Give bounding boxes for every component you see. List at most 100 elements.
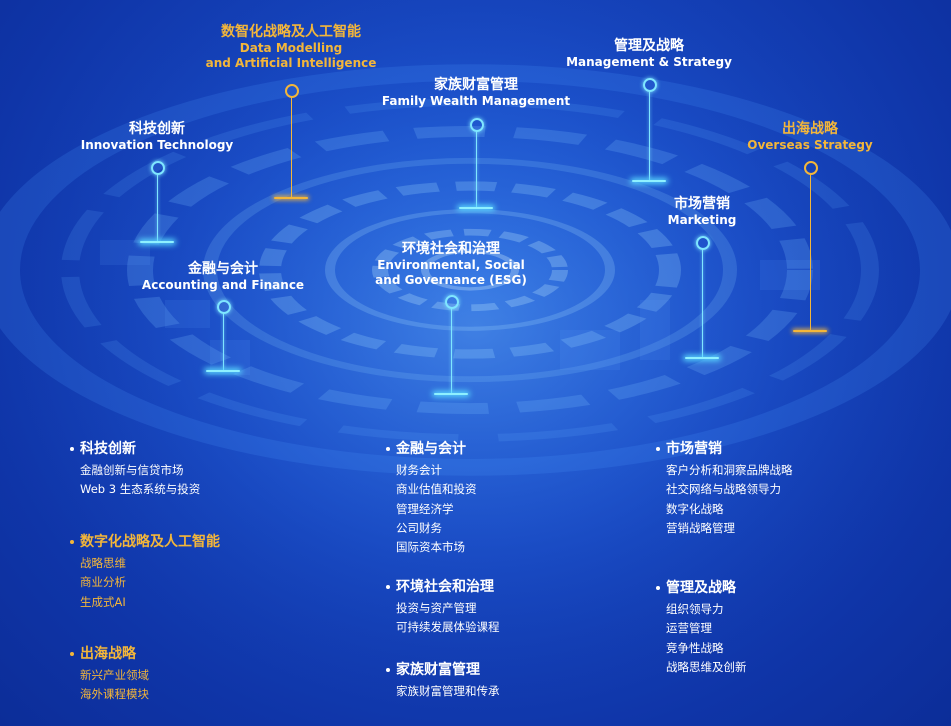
node-overseas-strategy: 出海战略 Overseas Strategy: [747, 121, 872, 153]
section-title: 环境社会和治理: [396, 579, 494, 595]
section-heading: 市场营销: [656, 440, 793, 458]
section-overseas-strategy: 出海战略 新兴产业领域 海外课程模块: [70, 645, 149, 705]
section-heading: 管理及战略: [656, 579, 747, 597]
node-marketing: 市场营销 Marketing: [668, 196, 737, 228]
course-list: 投资与资产管理 可持续发展体验课程: [386, 599, 500, 638]
pin-icon: [445, 295, 459, 309]
section-heading: 出海战略: [70, 645, 149, 663]
course-list: 家族财富管理和传承: [386, 682, 500, 701]
section-accounting-finance: 金融与会计 财务会计 商业估值和投资 管理经济学 公司财务 国际资本市场: [386, 440, 477, 557]
connector-line: [157, 174, 158, 241]
section-esg: 环境社会和治理 投资与资产管理 可持续发展体验课程: [386, 578, 500, 638]
node-title-cn: 家族财富管理: [434, 77, 518, 93]
section-innovation-technology: 科技创新 金融创新与信贷市场 Web 3 生态系统与投资: [70, 440, 200, 500]
connector-line: [702, 249, 703, 357]
list-item: 战略思维及创新: [666, 659, 747, 674]
bullet-icon: [386, 447, 390, 451]
node-esg: 环境社会和治理 Environmental, Social and Govern…: [375, 241, 527, 288]
node-title-cn: 市场营销: [674, 196, 730, 212]
course-list: 组织领导力 运营管理 竞争性战略 战略思维及创新: [656, 600, 747, 677]
course-list: 客户分析和洞察品牌战略 社交网络与战略领导力 数字化战略 营销战略管理: [656, 461, 793, 538]
section-data-modelling-ai: 数字化战略及人工智能 战略思维 商业分析 生成式AI: [70, 533, 220, 612]
list-item: 公司财务: [396, 520, 442, 535]
bullet-icon: [656, 447, 660, 451]
list-item: 商业估值和投资: [396, 482, 477, 497]
node-title-cn: 科技创新: [128, 121, 185, 137]
node-family-wealth: 家族财富管理 Family Wealth Management: [382, 77, 570, 109]
pin-icon: [151, 161, 165, 175]
pin-icon: [217, 300, 231, 314]
node-title-en: Innovation Technology: [80, 138, 234, 152]
list-item: 营销战略管理: [666, 520, 735, 535]
node-title-en: Environmental, Social: [377, 258, 525, 272]
connector-line: [451, 308, 452, 393]
section-title: 出海战略: [80, 646, 136, 662]
list-item: Web 3 生态系统与投资: [80, 482, 201, 497]
list-item: 竞争性战略: [666, 640, 724, 655]
node-title-cn: 出海战略: [782, 121, 838, 137]
section-heading: 环境社会和治理: [386, 578, 500, 596]
section-title: 家族财富管理: [396, 662, 480, 678]
connector-base: [685, 357, 719, 359]
node-title-en: Overseas Strategy: [747, 138, 873, 152]
pin-icon: [696, 236, 710, 250]
list-item: 商业分析: [80, 575, 126, 590]
node-title-cn: 环境社会和治理: [402, 241, 500, 257]
bullet-icon: [386, 668, 390, 672]
bullet-icon: [70, 540, 74, 544]
list-item: 财务会计: [396, 463, 442, 477]
course-list: 财务会计 商业估值和投资 管理经济学 公司财务 国际资本市场: [386, 461, 477, 557]
node-innovation-technology: 科技创新 Innovation Technology: [81, 121, 233, 153]
bullet-icon: [386, 585, 390, 589]
connector-base: [459, 207, 493, 209]
connector-line: [476, 131, 477, 207]
list-item: 客户分析和洞察品牌战略: [666, 463, 793, 477]
course-list: 战略思维 商业分析 生成式AI: [70, 554, 220, 612]
section-title: 科技创新: [80, 441, 136, 457]
node-accounting-finance: 金融与会计 Accounting and Finance: [142, 261, 304, 293]
node-title-en: Data Modelling: [239, 41, 343, 55]
list-item: 可持续发展体验课程: [396, 620, 500, 635]
node-title-en: Accounting and Finance: [141, 278, 305, 292]
connector-base: [632, 180, 666, 182]
section-heading: 数字化战略及人工智能: [70, 533, 220, 551]
connector-line: [291, 97, 292, 197]
list-item: 国际资本市场: [396, 540, 465, 555]
node-title-cn: 数智化战略及人工智能: [221, 24, 361, 40]
section-title: 管理及战略: [666, 580, 736, 596]
section-heading: 科技创新: [70, 440, 200, 458]
node-title-en: Management & Strategy: [566, 55, 732, 69]
section-title: 金融与会计: [396, 441, 466, 457]
list-item: 投资与资产管理: [396, 601, 477, 615]
node-title-en: and Artificial Intelligence: [205, 56, 377, 70]
list-item: 管理经济学: [396, 501, 454, 516]
section-title: 数字化战略及人工智能: [80, 534, 220, 550]
node-title-cn: 管理及战略: [614, 38, 684, 54]
connector-base: [793, 330, 827, 332]
course-list: 金融创新与信贷市场 Web 3 生态系统与投资: [70, 461, 200, 500]
list-item: 数字化战略: [666, 501, 724, 516]
node-data-modelling-ai: 数智化战略及人工智能 Data Modelling and Artificial…: [206, 24, 377, 71]
node-title-en: Marketing: [667, 213, 737, 227]
list-item: 生成式AI: [80, 594, 126, 609]
connector-line: [649, 91, 650, 180]
section-management-strategy: 管理及战略 组织领导力 运营管理 竞争性战略 战略思维及创新: [656, 579, 747, 677]
section-heading: 金融与会计: [386, 440, 477, 458]
list-item: 组织领导力: [666, 602, 724, 616]
course-list: 新兴产业领域 海外课程模块: [70, 666, 149, 705]
node-title-en: Family Wealth Management: [381, 94, 571, 108]
connector-base: [274, 197, 308, 199]
connector-line: [810, 174, 811, 330]
section-heading: 家族财富管理: [386, 661, 500, 679]
bullet-icon: [70, 652, 74, 656]
node-title-en: and Governance (ESG): [375, 273, 527, 287]
list-item: 社交网络与战略领导力: [666, 482, 781, 497]
connector-base: [434, 393, 468, 395]
pin-icon: [285, 84, 299, 98]
bullet-icon: [656, 586, 660, 590]
pin-icon: [643, 78, 657, 92]
list-item: 运营管理: [666, 621, 712, 636]
pin-icon: [470, 118, 484, 132]
node-management-strategy: 管理及战略 Management & Strategy: [566, 38, 732, 70]
section-family-wealth: 家族财富管理 家族财富管理和传承: [386, 661, 500, 701]
